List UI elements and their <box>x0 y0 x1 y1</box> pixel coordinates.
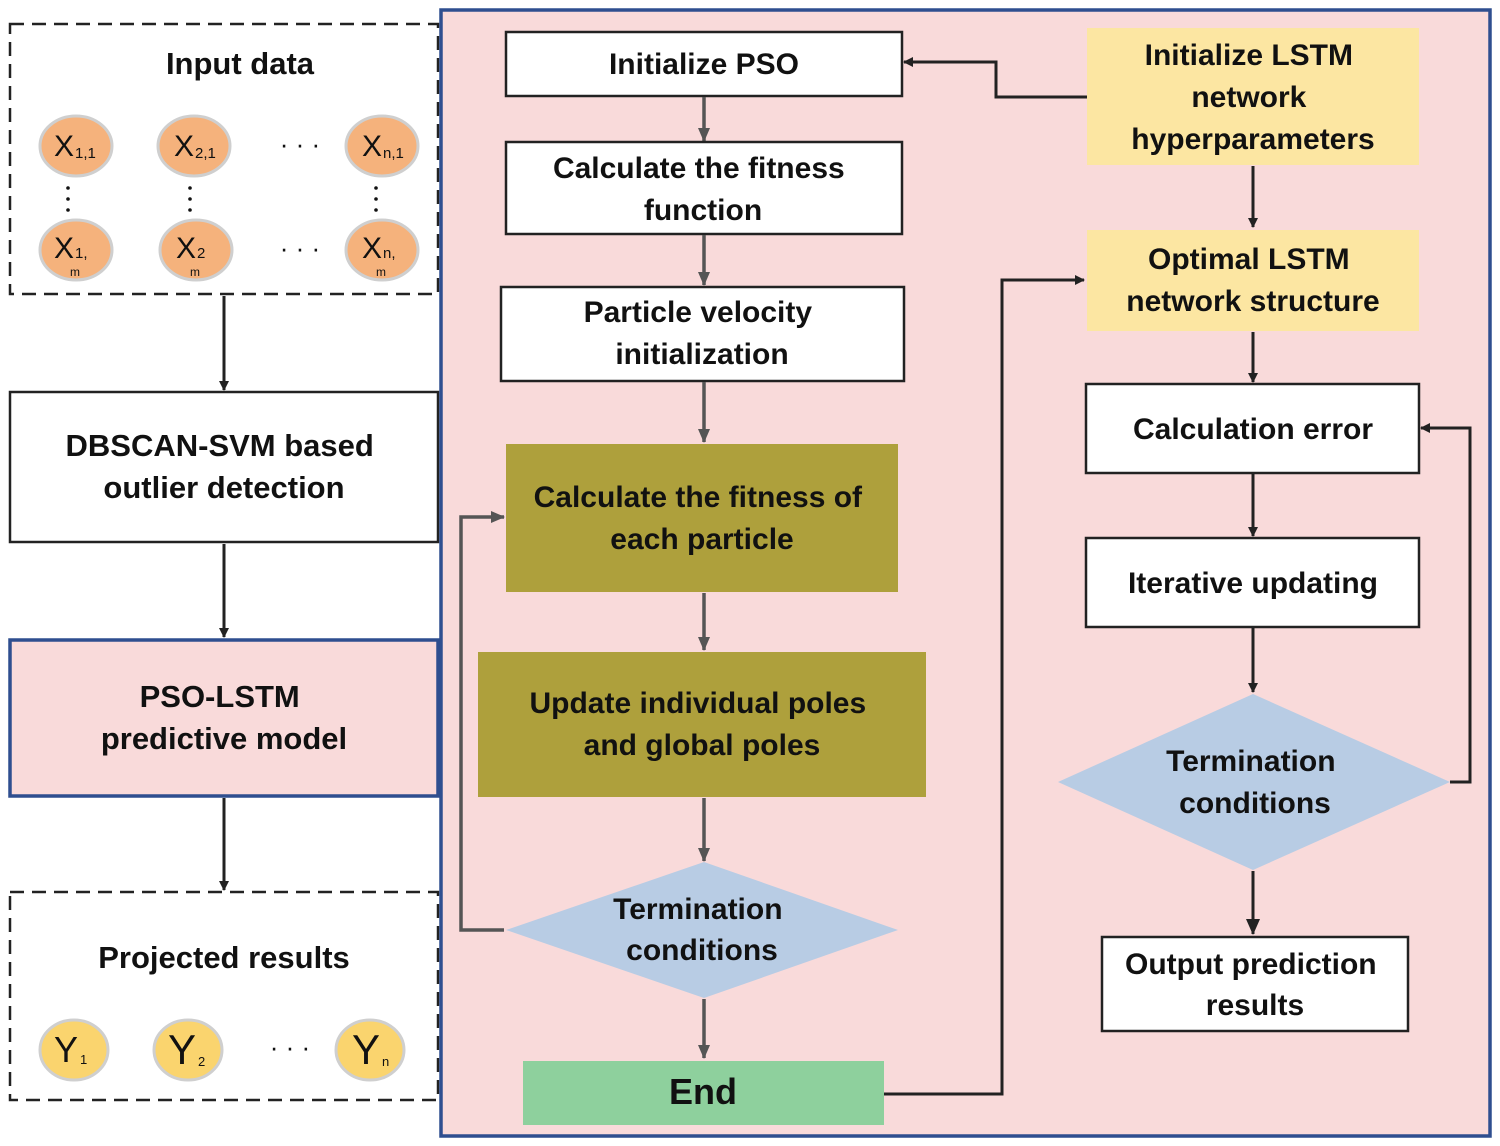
initialize-lstm-box <box>1087 28 1419 165</box>
svg-text:Y: Y <box>168 1026 196 1073</box>
svg-text:n: n <box>382 1054 389 1069</box>
end-box <box>523 1061 884 1125</box>
particle-velocity-label: Particle velocity initialization <box>584 296 821 371</box>
output-node: Y n <box>334 1018 406 1082</box>
output-node: Y 2 <box>152 1018 224 1082</box>
svg-text:2: 2 <box>198 1054 205 1069</box>
svg-text:1: 1 <box>80 1052 87 1067</box>
arrow-pso-loop-back <box>459 511 505 932</box>
calculate-fitness-function-label: Calculate the fitness function <box>553 152 853 227</box>
svg-text:m: m <box>376 265 386 279</box>
svg-text:2: 2 <box>197 245 205 262</box>
input-node: X 2 m <box>158 218 234 282</box>
svg-text:Y: Y <box>54 1029 78 1070</box>
vertical-ellipsis <box>66 186 378 212</box>
pso-termination-label: Termination conditions <box>613 893 791 967</box>
lstm-termination-diamond <box>1058 694 1450 870</box>
outlier-detection-label: DBSCAN-SVM based outlier detection <box>66 428 383 505</box>
input-node: X 1, m <box>38 218 114 282</box>
svg-text:2,1: 2,1 <box>195 145 216 162</box>
calculation-error-label: Calculation error <box>1133 413 1373 446</box>
update-poles-label: Update individual poles and global poles <box>529 687 874 762</box>
svg-text:X: X <box>54 232 74 265</box>
pso-termination-diamond <box>506 862 898 998</box>
output-prediction-label: Output prediction results <box>1125 948 1385 1022</box>
input-data-title: Input data <box>166 46 315 81</box>
particle-velocity-box <box>499 285 906 383</box>
output-node: Y 1 <box>38 1018 110 1082</box>
svg-text:X: X <box>362 232 382 265</box>
projected-results-title: Projected results <box>98 940 350 975</box>
svg-text:X: X <box>54 130 74 163</box>
update-poles-box <box>478 652 926 797</box>
end-label: End <box>669 1071 737 1112</box>
input-node: X 1,1 <box>38 114 114 178</box>
initialize-pso-box <box>504 30 904 98</box>
optimal-lstm-box <box>1087 230 1419 331</box>
svg-text:X: X <box>362 130 382 163</box>
initialize-pso-label: Initialize PSO <box>609 48 799 81</box>
iterative-updating-label: Iterative updating <box>1128 567 1378 600</box>
calculate-fitness-particle-box <box>506 444 898 592</box>
pso-lstm-model-box <box>8 638 440 798</box>
arrow-lstm-loop-back <box>1420 423 1472 784</box>
input-node: X n,1 <box>344 114 420 178</box>
svg-text:X: X <box>174 130 194 163</box>
initialize-lstm-label: Initialize LSTM network hyperparameters <box>1131 39 1374 156</box>
input-node: X 2,1 <box>156 114 232 178</box>
lstm-termination-label: Termination conditions <box>1166 745 1344 820</box>
iterative-updating-box <box>1084 536 1421 629</box>
calculate-fitness-particle-label: Calculate the fitness of each particle <box>534 481 871 556</box>
input-ellipsis: · · · <box>280 233 320 263</box>
svg-text:n,: n, <box>383 245 396 262</box>
outlier-detection-box <box>8 390 440 544</box>
output-prediction-box <box>1100 935 1410 1033</box>
svg-text:m: m <box>70 265 80 279</box>
calculate-fitness-function-box <box>504 140 904 236</box>
input-ellipsis: · · · <box>280 129 320 159</box>
svg-text:n,1: n,1 <box>383 145 404 162</box>
svg-text:Y: Y <box>352 1026 380 1073</box>
svg-text:X: X <box>176 232 196 265</box>
optimal-lstm-label: Optimal LSTM network structure <box>1126 243 1379 318</box>
svg-text:m: m <box>190 265 200 279</box>
output-ellipsis: · · · <box>270 1032 310 1062</box>
arrow-lstm-to-pso <box>903 57 1087 99</box>
calculation-error-box <box>1084 382 1421 475</box>
arrow-end-to-optimal <box>884 275 1085 1096</box>
svg-text:1,: 1, <box>75 245 88 262</box>
input-node: X n, m <box>344 218 420 282</box>
svg-text:1,1: 1,1 <box>75 145 96 162</box>
pso-lstm-model-label: PSO-LSTM predictive model <box>101 679 347 756</box>
